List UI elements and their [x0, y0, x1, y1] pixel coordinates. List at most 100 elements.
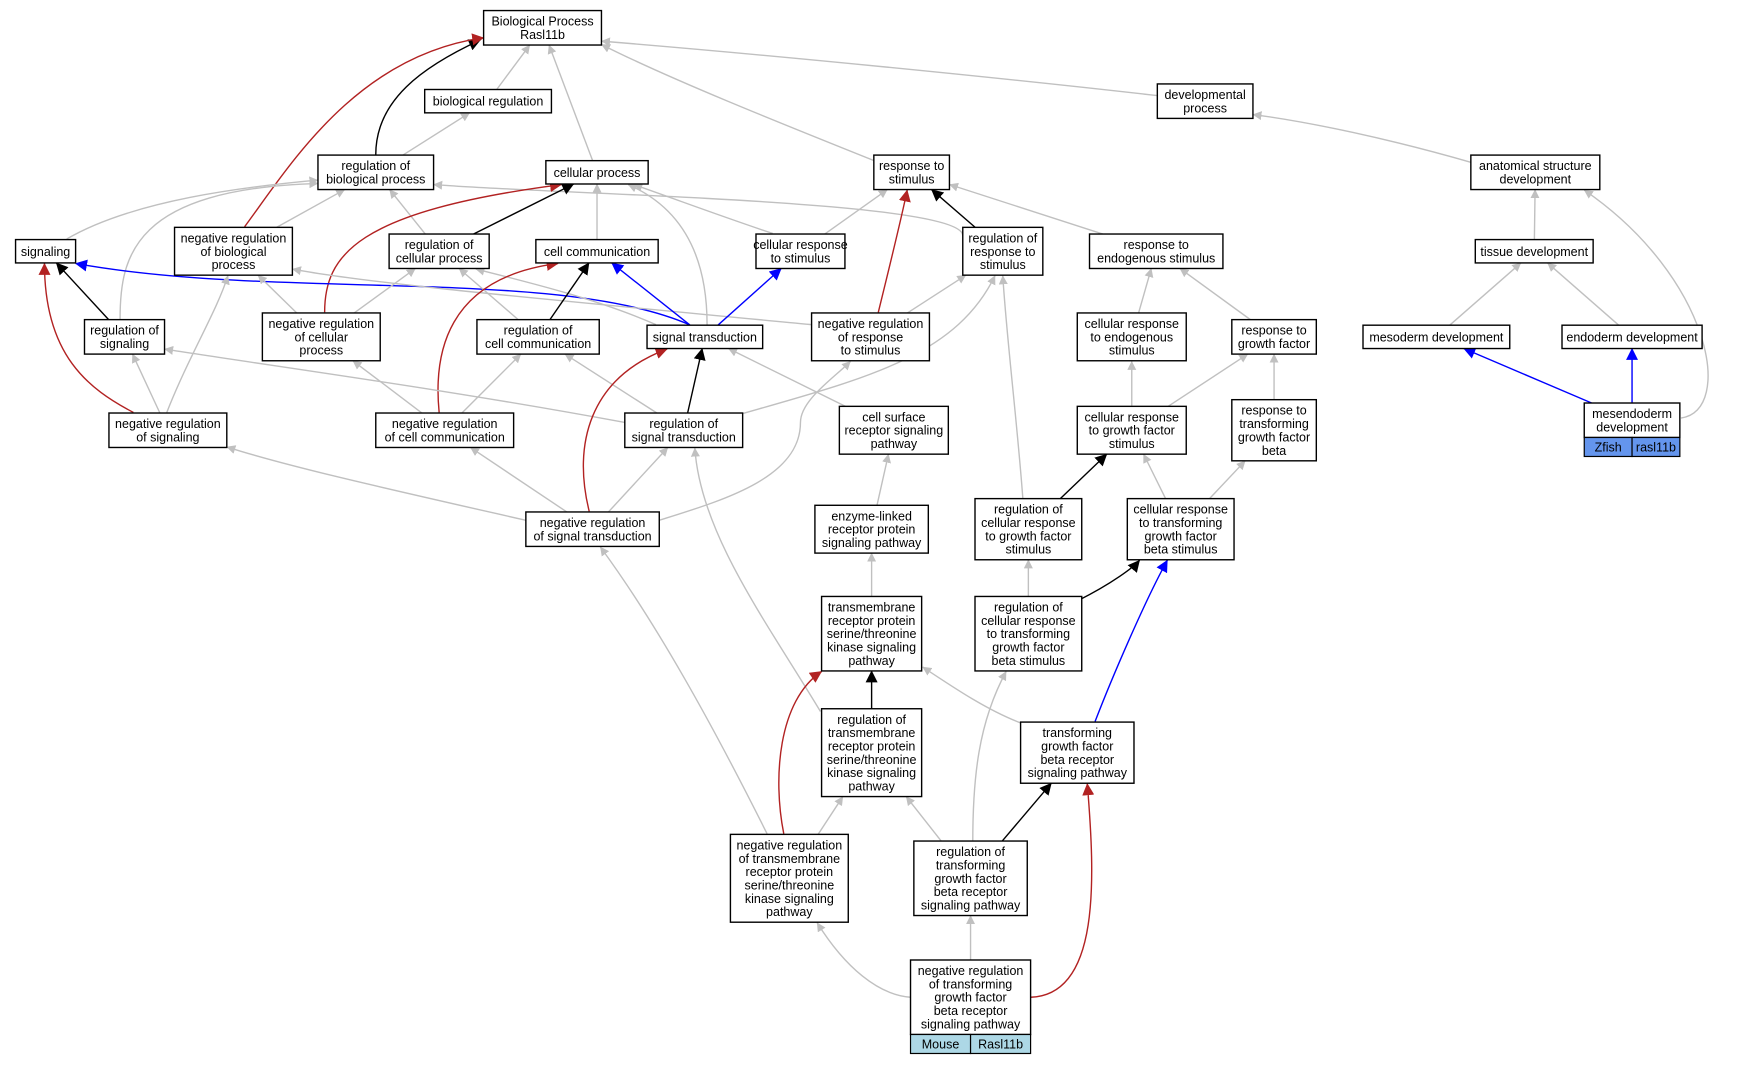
go-term-label-line: serine/threonine	[827, 753, 917, 767]
edge-part-of-regbp-to-bp	[375, 39, 481, 155]
go-term-node-cellproc[interactable]: cellular process	[545, 159, 649, 185]
go-term-label-line: regulation of	[968, 231, 1037, 245]
edge-is-a-regcellrespgf-to-regrespstim	[998, 275, 1024, 499]
go-term-label-line: beta	[1262, 444, 1286, 458]
go-term-node-mesodev[interactable]: mesoderm development	[1362, 324, 1511, 350]
edge-positively-regulates-sigtrans-to-cellcomm	[611, 262, 691, 326]
go-term-box	[838, 405, 950, 455]
edge-is-a-bioreg-to-bp	[496, 44, 531, 90]
go-term-label-line: development	[1500, 172, 1572, 186]
edge-is-a-respgf-to-respendo	[1179, 267, 1251, 321]
edge-is-a-cellresptgfb-to-resptgfb	[1209, 460, 1246, 500]
edge-part-of-regsigtrans-to-sigtrans	[686, 347, 706, 414]
go-term-node-sigtrans[interactable]: signal transduction	[646, 324, 764, 350]
edge-is-a-negregcellcomm-to-regcellcomm	[461, 353, 522, 414]
go-term-node-bioreg[interactable]: biological regulation	[423, 88, 553, 114]
go-term-node-cellcomm[interactable]: cell communication	[535, 238, 659, 264]
go-term-label-line: signaling	[21, 245, 70, 259]
go-term-box	[482, 9, 603, 46]
edge-is-a-cellrespgf-to-respgf	[1167, 353, 1249, 407]
go-term-label-line: regulation of	[341, 159, 410, 173]
go-term-box	[755, 233, 846, 270]
edge-negatively-regulates-negregtgfbrsp-to-tgfbrsp	[1030, 783, 1095, 998]
go-term-box	[1470, 154, 1601, 191]
go-term-label-line: transmembrane	[828, 601, 916, 615]
edge-negatively-regulates-negregsigtrans-to-sigtrans	[582, 347, 668, 512]
species-label: Mouse	[922, 1037, 960, 1051]
go-term-label-line: cellular response	[1085, 410, 1180, 424]
go-term-label-line: growth factor	[992, 641, 1064, 655]
go-term-node-signaling[interactable]: signaling	[14, 238, 77, 264]
edge-is-a-negregcellproc-to-regcellproc	[353, 267, 416, 314]
go-term-node-tissuedev[interactable]: tissue development	[1474, 238, 1594, 264]
go-term-label-line: signaling pathway	[822, 536, 922, 550]
edge-is-a-mesendodev-to-anatdev	[1583, 189, 1709, 419]
edge-part-of-regcellresptgfb-to-cellresptgfb	[1078, 559, 1141, 601]
go-term-node-endodev[interactable]: endoderm development	[1561, 324, 1703, 350]
species-label: Zfish	[1595, 440, 1622, 454]
go-term-box	[261, 312, 381, 362]
edge-part-of-regrespstim-to-respstim	[931, 189, 976, 228]
edge-is-a-negregbp-to-regbp	[276, 188, 346, 228]
go-term-label-line: anatomical structure	[1479, 159, 1592, 173]
edge-negatively-regulates-negregsig-to-signaling	[38, 262, 134, 414]
go-term-box	[1076, 312, 1187, 362]
go-term-label-line: beta receptor	[934, 1004, 1008, 1018]
go-term-box	[909, 959, 1032, 1036]
go-term-box	[317, 154, 435, 191]
edge-positively-regulates-sigtrans-to-signaling	[75, 259, 690, 326]
go-term-label-line: receptor protein	[828, 739, 916, 753]
go-term-label-line: response to	[970, 245, 1035, 259]
go-term-label-line: negative regulation	[392, 417, 498, 431]
go-term-label-line: cellular response	[753, 238, 848, 252]
go-term-box	[1231, 318, 1318, 355]
go-term-box	[423, 88, 553, 114]
go-term-label-line: process	[1183, 101, 1227, 115]
go-term-label-line: to stimulus	[771, 251, 831, 265]
go-term-box	[173, 226, 294, 276]
edge-is-a-csrsp-to-sigtrans	[728, 347, 846, 407]
go-term-box	[820, 708, 923, 798]
go-term-box	[1019, 721, 1135, 784]
go-term-label-line: cellular process	[396, 251, 483, 265]
edge-is-a-anatdev-to-devproc	[1252, 111, 1472, 163]
go-term-label-line: beta stimulus	[992, 654, 1066, 668]
edge-is-a-negregcellproc-to-negregbp	[257, 274, 298, 314]
